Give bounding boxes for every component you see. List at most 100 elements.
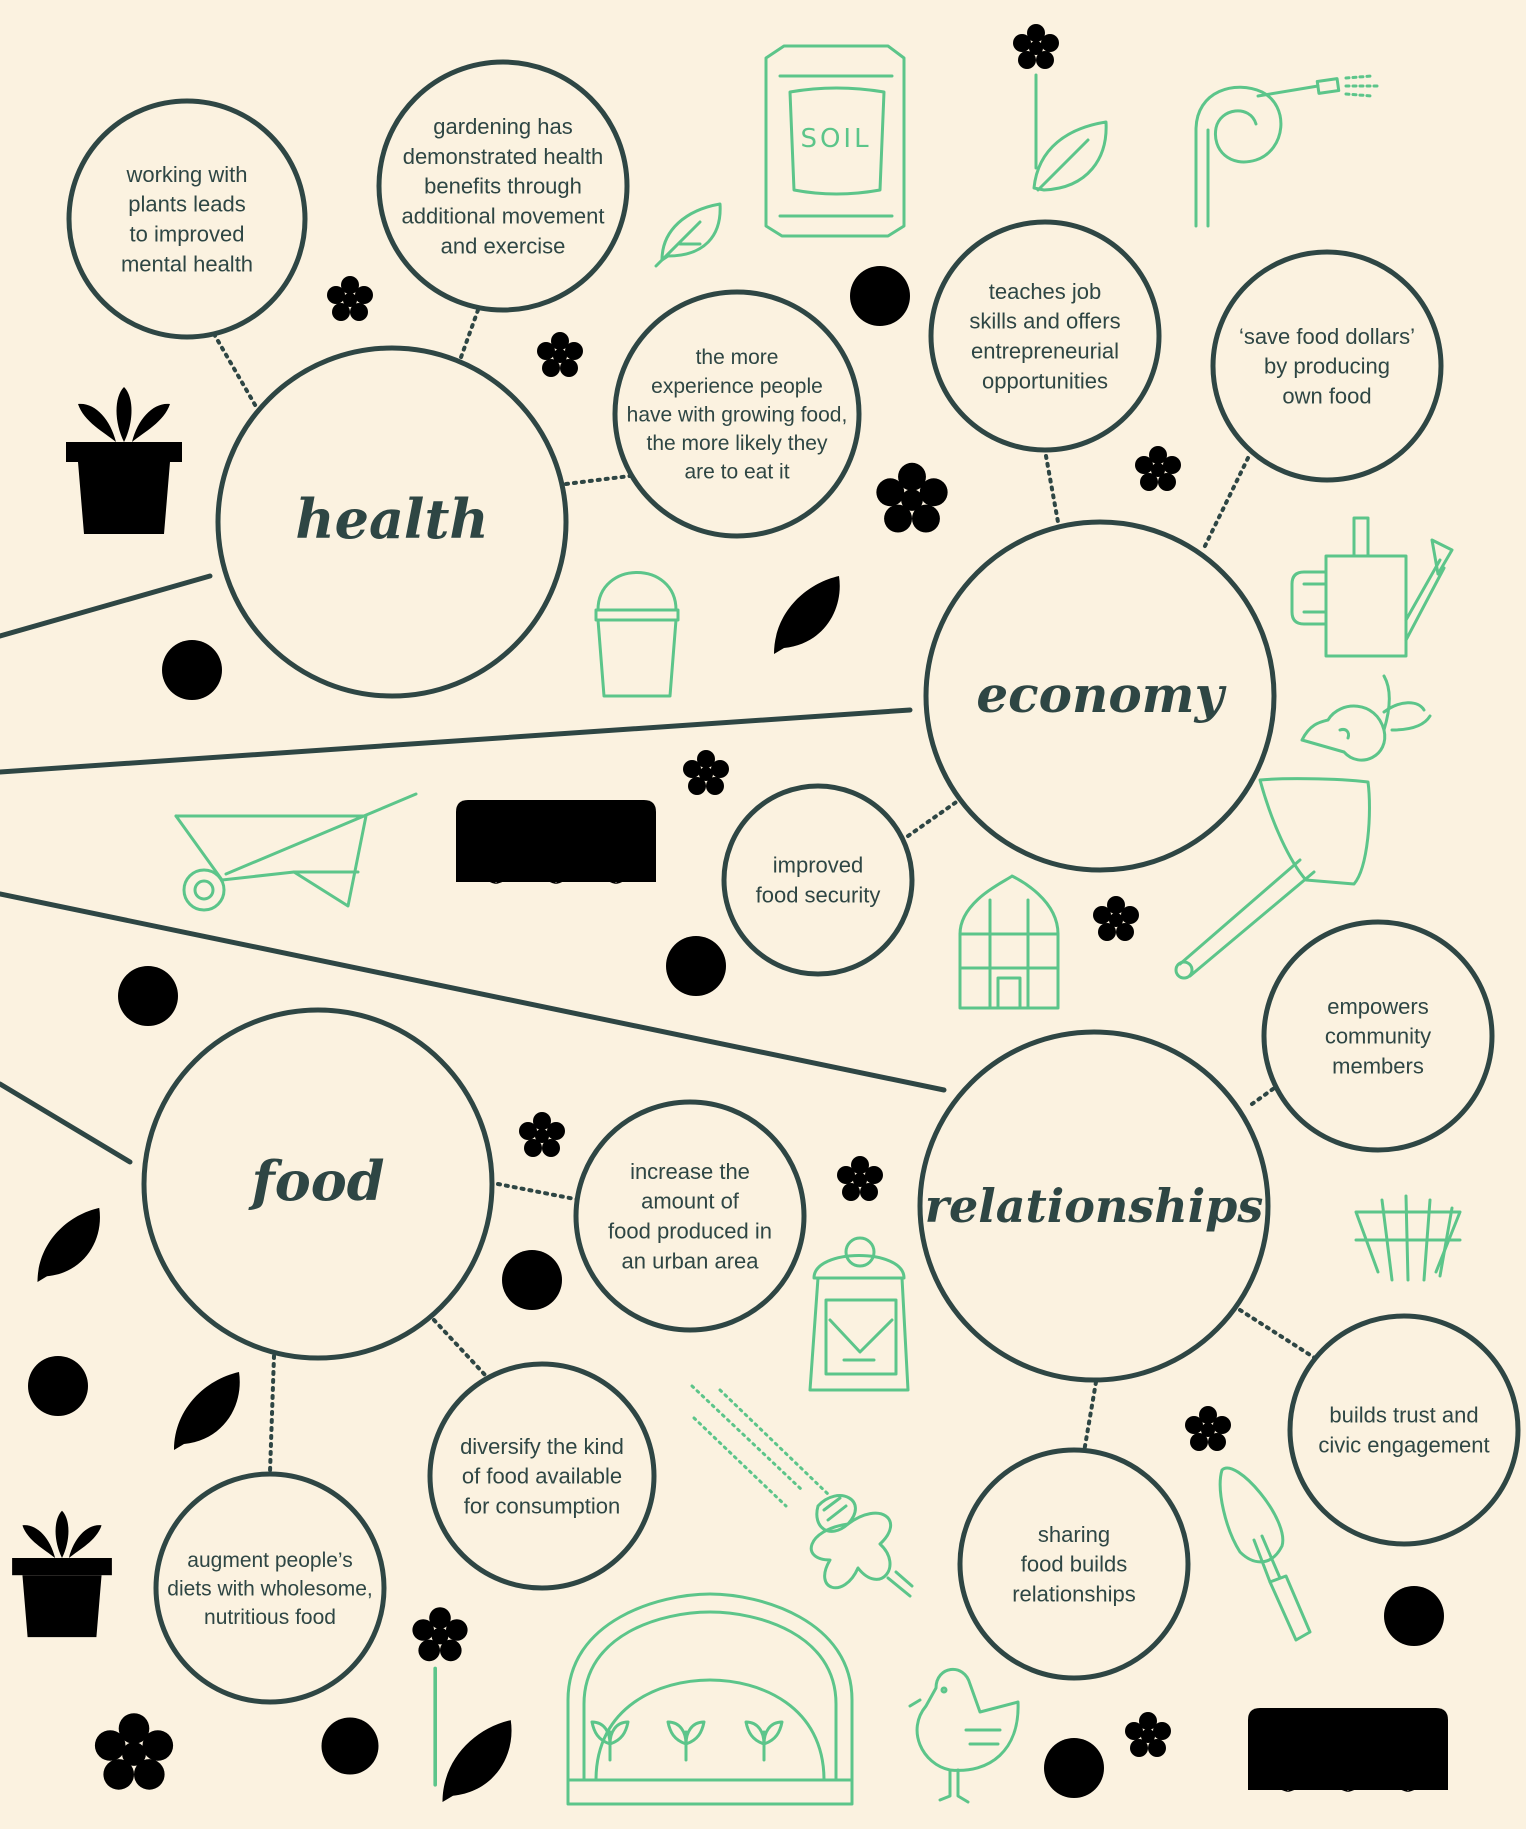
edge-line: [0, 891, 947, 1093]
note-line: experience people: [651, 375, 823, 398]
connectors: [0, 308, 1320, 1474]
flower-icon: [837, 1156, 883, 1201]
note-line: demonstrated health: [403, 144, 604, 169]
note-line: civic engagement: [1318, 1433, 1489, 1458]
dotted-connector: [1202, 456, 1250, 550]
radish-icon: [1300, 674, 1432, 762]
grow-light-icon: [1248, 1708, 1448, 1800]
hose-icon: [1194, 74, 1382, 228]
dotted-connector: [268, 1354, 276, 1474]
soil-bag-label: SOIL: [800, 124, 871, 154]
note-line: an urban area: [622, 1249, 760, 1274]
flower-icon: [519, 1112, 565, 1157]
note-circle: [573, 1099, 807, 1333]
flower-icon: [412, 1607, 468, 1787]
note-bubbles: [66, 59, 1521, 1705]
note-line: own food: [1282, 384, 1371, 409]
tree-icon: [850, 266, 910, 354]
note-line: community: [1325, 1024, 1431, 1049]
edge-line: [0, 573, 213, 639]
note-line: of food available: [462, 1464, 622, 1489]
note-line: to improved: [130, 222, 245, 247]
note-line: the more: [696, 346, 779, 369]
note-line: amount of: [641, 1189, 740, 1214]
note-line: opportunities: [982, 369, 1108, 394]
note-line: sharing: [1038, 1522, 1110, 1547]
flower-icon: [327, 276, 373, 321]
tree-icon: [162, 640, 222, 728]
dotted-connector: [458, 308, 480, 362]
tree-icon: [1384, 1586, 1444, 1674]
dotted-connector: [212, 332, 260, 412]
hub-label-relationships: relationships: [925, 1179, 1264, 1233]
note-circle: [66, 98, 308, 340]
note-line: additional movement: [401, 204, 604, 229]
hub-circle-relationships: [917, 1029, 1271, 1383]
note-line: food produced in: [608, 1219, 772, 1244]
note-save-dollars: ‘save food dollars’ by producing own food: [1239, 324, 1415, 409]
note-circle: [1210, 249, 1444, 483]
dotted-connector: [1082, 1380, 1098, 1454]
hub-label-health: health: [295, 487, 488, 551]
dotted-connector: [1238, 1308, 1320, 1362]
dotted-connector: [564, 474, 632, 486]
edge-line: [0, 707, 913, 775]
note-line: diversify the kind: [460, 1434, 624, 1459]
dotted-connector: [432, 1318, 488, 1378]
flower-icon: [1093, 896, 1139, 941]
wheelbarrow-icon: [174, 792, 418, 912]
tree-icon: [1044, 1738, 1104, 1826]
trowel-icon: [1174, 777, 1371, 980]
note-builds-trust: builds trust and civic engagement: [1318, 1403, 1489, 1458]
leaf-icon: [164, 1372, 240, 1458]
note-line: and exercise: [441, 234, 566, 259]
note-circle: [427, 1361, 657, 1591]
hub-circle-food: [141, 1007, 495, 1361]
note-circle: [928, 219, 1162, 453]
tree-icon: [118, 966, 178, 1054]
potted-plant-icon: [66, 387, 182, 534]
cold-frame-icon: [566, 1592, 854, 1806]
flower-icon: [1135, 446, 1181, 491]
note-line: entrepreneurial: [971, 339, 1119, 364]
hub-label-economy: economy: [976, 665, 1226, 724]
tree-icon: [321, 1717, 379, 1802]
flower-icon: [537, 332, 583, 377]
flower-icon: [876, 462, 948, 533]
tree-icon: [28, 1356, 88, 1444]
note-line: mental health: [121, 252, 253, 277]
watering-can-icon: [1290, 516, 1454, 658]
note-line: by producing: [1264, 354, 1390, 379]
note-circle: [153, 1471, 387, 1705]
trellis-icon: [1354, 1194, 1462, 1282]
note-line: benefits through: [424, 174, 582, 199]
leaf-icon: [1032, 120, 1108, 192]
note-line: improved: [773, 853, 863, 878]
note-circle: [957, 1447, 1191, 1681]
trowel-icon: [1218, 1466, 1312, 1642]
note-line: ‘save food dollars’: [1239, 324, 1415, 349]
bee-icon: [690, 1384, 914, 1598]
dotted-connector: [496, 1182, 582, 1202]
note-circle: [612, 289, 862, 539]
edge-line: [0, 1081, 133, 1165]
note-circle: [1287, 1313, 1521, 1547]
note-line: food security: [756, 883, 881, 908]
hub-circle-economy: [923, 519, 1277, 873]
note-line: builds trust and: [1329, 1403, 1478, 1428]
note-line: teaches job: [989, 279, 1102, 304]
note-line: nutritious food: [204, 1606, 336, 1629]
soil-bag-icon: SOIL: [764, 44, 906, 238]
decorative-icons: SOIL: [12, 24, 1462, 1826]
